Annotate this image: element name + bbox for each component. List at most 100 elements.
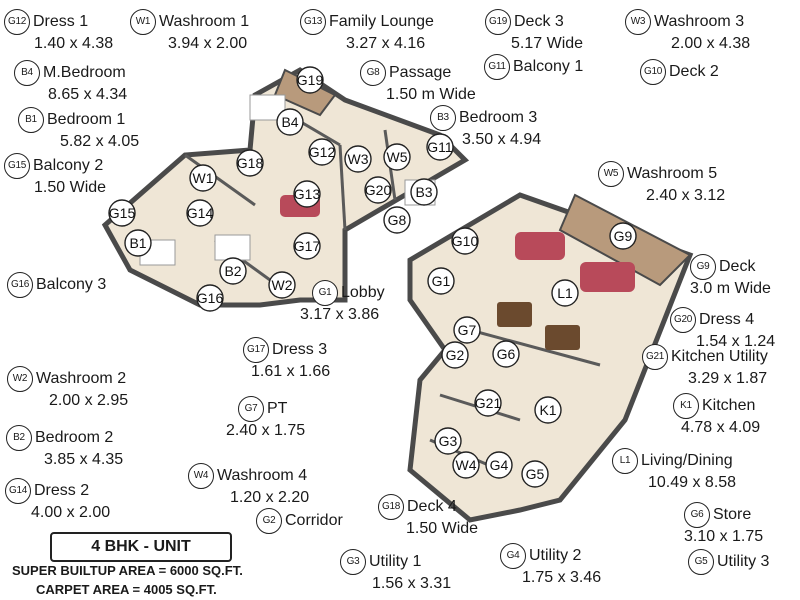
- plan-marker-g6: G6: [492, 340, 520, 368]
- svg-text:G6: G6: [497, 346, 516, 362]
- plan-marker-g19: G19: [296, 66, 324, 94]
- dim-w3: 2.00 x 4.38: [671, 35, 751, 52]
- svg-text:G5: G5: [526, 466, 545, 482]
- plan-marker-g9: G9: [609, 222, 637, 250]
- svg-text:B4: B4: [281, 114, 298, 130]
- svg-text:G20: G20: [365, 182, 392, 198]
- dim-g8: 1.50 m Wide: [386, 86, 476, 103]
- plan-marker-g18: G18: [236, 149, 264, 177]
- badge-g17: G17: [243, 337, 269, 363]
- dim-g15: 1.50 Wide: [34, 179, 107, 196]
- dim-g20: 1.54 x 1.24: [696, 333, 776, 350]
- badge-g10: G10: [640, 59, 666, 85]
- name-g4: Utility 2: [529, 547, 582, 564]
- name-w5: Washroom 5: [627, 165, 718, 182]
- badge-g14: G14: [5, 478, 31, 504]
- dim-g3: 1.56 x 3.31: [372, 575, 452, 592]
- plan-marker-g15: G15: [108, 199, 136, 227]
- badge-g15: G15: [4, 153, 30, 179]
- svg-text:G19: G19: [297, 72, 324, 88]
- name-g10: Deck 2: [669, 63, 719, 80]
- badge-w5: W5: [598, 161, 624, 187]
- badge-w4: W4: [188, 463, 214, 489]
- name-w4: Washroom 4: [217, 467, 308, 484]
- svg-text:G1: G1: [432, 273, 451, 289]
- svg-text:W3: W3: [348, 151, 369, 167]
- name-b3: Bedroom 3: [459, 109, 538, 126]
- badge-g18: G18: [378, 494, 404, 520]
- plan-marker-g5: G5: [521, 460, 549, 488]
- dim-g1: 3.17 x 3.86: [300, 306, 380, 323]
- plan-marker-g7: G7: [453, 316, 481, 344]
- badge-g4: G4: [500, 543, 526, 569]
- plan-marker-w5: W5: [383, 143, 411, 171]
- badge-g9: G9: [690, 254, 716, 280]
- svg-text:W2: W2: [272, 277, 293, 293]
- dim-g18: 1.50 Wide: [406, 520, 479, 537]
- name-g20: Dress 4: [699, 311, 755, 328]
- super-builtup-area: SUPER BUILTUP AREA = 6000 SQ.FT.: [12, 563, 243, 578]
- svg-text:G12: G12: [309, 144, 336, 160]
- dim-g4: 1.75 x 3.46: [522, 569, 602, 586]
- dim-g13: 3.27 x 4.16: [346, 35, 426, 52]
- svg-text:G11: G11: [427, 139, 453, 155]
- plan-marker-b1: B1: [124, 229, 152, 257]
- name-g3: Utility 1: [369, 553, 422, 570]
- plan-marker-g1: G1: [427, 267, 455, 295]
- name-w2: Washroom 2: [36, 370, 127, 387]
- dim-w4: 1.20 x 2.20: [230, 489, 310, 506]
- dim-k1: 4.78 x 4.09: [681, 419, 761, 436]
- badge-g16: G16: [7, 272, 33, 298]
- name-b2: Bedroom 2: [35, 429, 114, 446]
- plan-marker-w3: W3: [344, 145, 372, 173]
- dim-g9: 3.0 m Wide: [690, 280, 771, 297]
- name-g6: Store: [713, 506, 752, 523]
- badge-l1: L1: [612, 448, 638, 474]
- plan-marker-g2: G2: [441, 341, 469, 369]
- name-l1: Living/Dining: [641, 452, 733, 469]
- badge-g7: G7: [238, 396, 264, 422]
- name-g13: Family Lounge: [329, 13, 434, 30]
- plan-marker-g12: G12: [308, 138, 336, 166]
- dim-g6: 3.10 x 1.75: [684, 528, 764, 545]
- unit-type-box: 4 BHK - UNIT: [50, 532, 232, 562]
- carpet-area: CARPET AREA = 4005 SQ.FT.: [36, 582, 217, 597]
- dim-b3: 3.50 x 4.94: [462, 131, 542, 148]
- dim-g12: 1.40 x 4.38: [34, 35, 114, 52]
- svg-text:G9: G9: [614, 228, 633, 244]
- badge-g5: G5: [688, 549, 714, 575]
- name-b4: M.Bedroom: [43, 64, 126, 81]
- dim-g7: 2.40 x 1.75: [226, 422, 306, 439]
- svg-text:G7: G7: [458, 322, 477, 338]
- plan-marker-g20: G20: [364, 176, 392, 204]
- name-g12: Dress 1: [33, 13, 89, 30]
- name-g1: Lobby: [341, 284, 385, 301]
- plan-marker-g3: G3: [434, 427, 462, 455]
- badge-g6: G6: [684, 502, 710, 528]
- svg-text:G3: G3: [439, 433, 458, 449]
- plan-marker-b4: B4: [276, 108, 304, 136]
- plan-marker-k1: K1: [534, 396, 562, 424]
- svg-text:G18: G18: [237, 155, 264, 171]
